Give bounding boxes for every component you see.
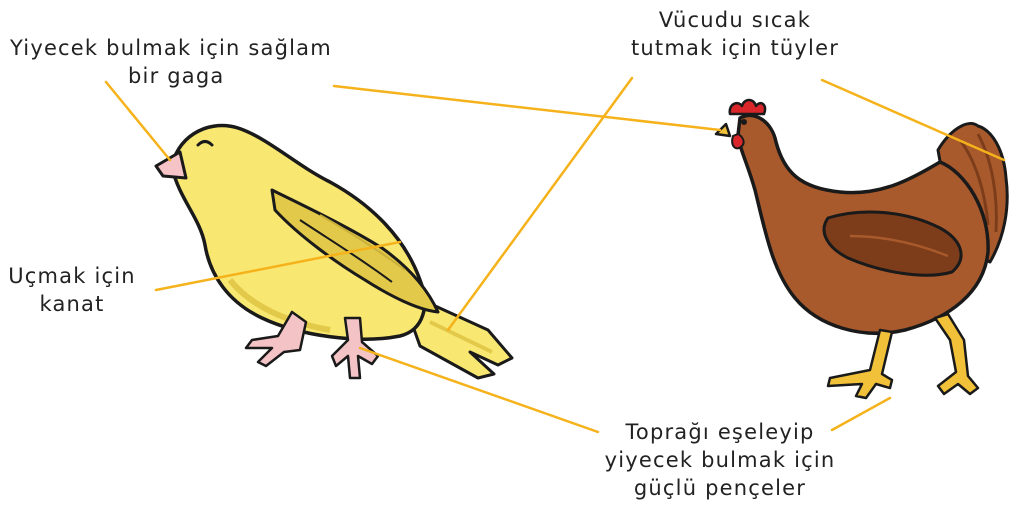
hen-comb [730, 100, 765, 114]
label-beak-line1: Yiyecek bulmak için sağlam [10, 34, 350, 62]
label-feathers: Vücudu sıcak tutmak için tüyler [620, 6, 850, 62]
hen-head-leader-line [334, 86, 720, 130]
label-feathers-line1: Vücudu sıcak [620, 6, 850, 34]
label-claws: Toprağı eşeleyip yiyecek bulmak için güç… [594, 418, 846, 502]
hen-illustration [716, 100, 1007, 398]
beak-leader-line [106, 82, 170, 160]
hen-wattle [732, 134, 743, 148]
label-wing: Uçmak için kanat [2, 262, 142, 318]
label-claws-line1: Toprağı eşeleyip [594, 418, 846, 446]
label-wing-line2: kanat [2, 290, 142, 318]
label-claws-line2: yiyecek bulmak için [594, 446, 846, 474]
canary-feathers-leader-line [448, 78, 632, 330]
canary-beak [156, 152, 186, 178]
label-beak: Yiyecek bulmak için sağlam bir gaga [10, 34, 350, 90]
label-claws-line3: güçlü pençeler [594, 474, 846, 502]
canary-illustration [156, 126, 512, 378]
label-feathers-line2: tutmak için tüyler [620, 34, 850, 62]
label-beak-line2: bir gaga [10, 62, 350, 90]
label-wing-line1: Uçmak için [2, 262, 142, 290]
hen-eye [741, 119, 747, 125]
hen-tail-leader-line [822, 80, 1004, 160]
